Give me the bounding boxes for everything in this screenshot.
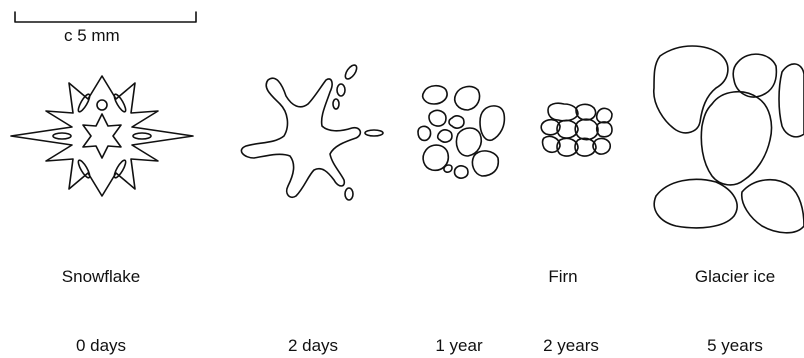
snowflake-slot <box>53 133 71 139</box>
stage-name-snowflake: Snowflake <box>62 267 140 287</box>
snowflake-inner-star <box>83 114 121 158</box>
stage-name-firn: Firn <box>548 267 577 287</box>
two-days-crystal <box>241 63 383 200</box>
stage-time-one-year: 1 year <box>435 336 482 356</box>
stage-time-two-days: 2 days <box>288 336 338 356</box>
scale-bar <box>15 12 196 22</box>
snowflake-slot <box>133 133 151 139</box>
stage-time-glacier-ice: 5 years <box>707 336 763 356</box>
snowflake-outline <box>11 76 193 196</box>
stage-time-firn: 2 years <box>543 336 599 356</box>
stage-time-snowflake: 0 days <box>76 336 126 356</box>
one-year-grains <box>418 86 504 178</box>
snowflake-notch <box>97 100 107 110</box>
glacier-ice-crystals <box>654 46 804 233</box>
firn-grains <box>541 103 612 156</box>
scale-bar-label: c 5 mm <box>64 26 120 46</box>
snowflake-crystal <box>11 76 193 196</box>
stage-name-glacier-ice: Glacier ice <box>695 267 775 287</box>
